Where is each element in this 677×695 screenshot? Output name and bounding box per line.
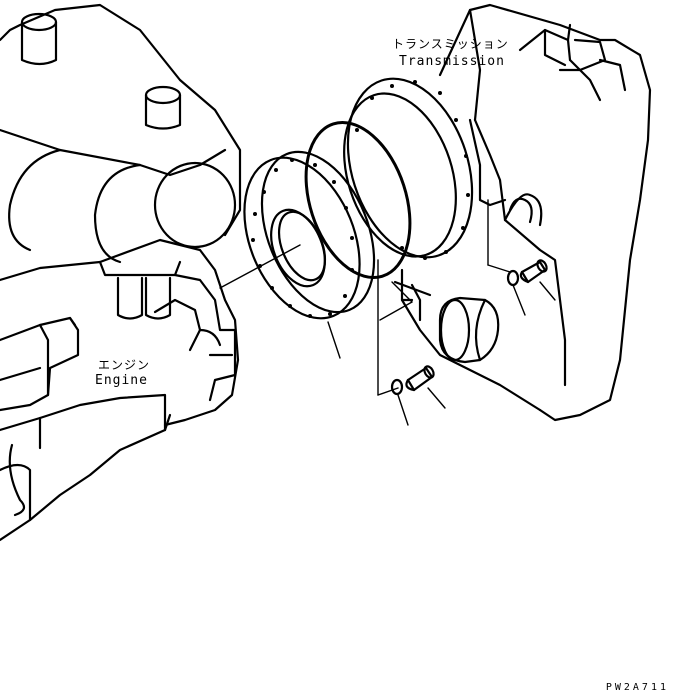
lower-bolt-assembly xyxy=(392,365,445,425)
upper-bolt-assembly xyxy=(508,259,555,315)
engine-label-jp: エンジン xyxy=(98,358,151,372)
transmission-housing xyxy=(325,5,650,420)
transmission-label-en: Transmission xyxy=(399,54,505,69)
coupling-disc xyxy=(222,135,396,358)
engine-label-en: Engine xyxy=(95,373,148,388)
engine-block xyxy=(0,5,240,540)
flange-bolt-holes xyxy=(355,80,470,260)
o-ring xyxy=(288,109,429,302)
transmission-label-jp: トランスミッション xyxy=(392,37,509,51)
drawing-code: PW2A711 xyxy=(605,682,669,693)
